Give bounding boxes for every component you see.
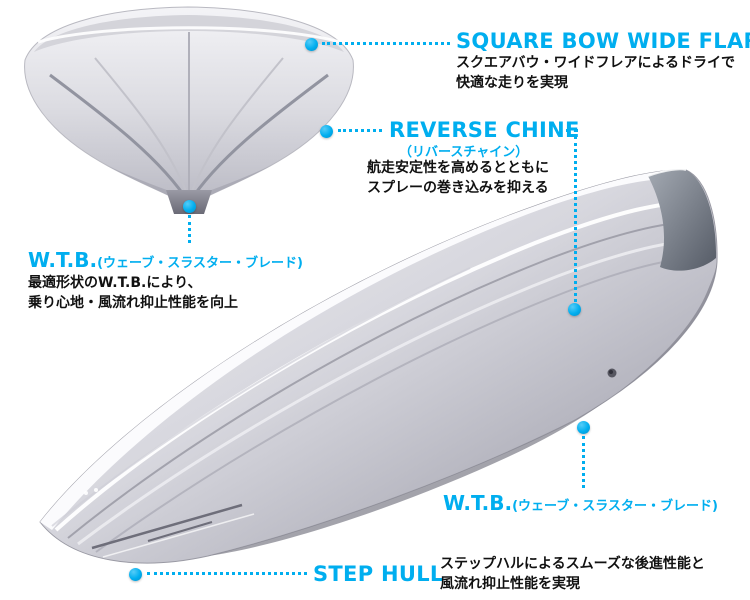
step-hull-marker-dot <box>129 568 142 581</box>
reverse-chine-marker-dot <box>320 125 333 138</box>
wtb-front-subtitle: (ウェーブ・スラスター・ブレード) <box>97 256 303 271</box>
reverse-chine-desc-line2: スプレーの巻き込みを抑える <box>367 180 549 196</box>
square-bow-title: SQUARE BOW WIDE FLARE <box>456 29 750 53</box>
bow-front-view-illustration <box>24 6 354 214</box>
square-bow-leader-line <box>322 42 450 45</box>
square-bow-marker-dot <box>305 38 318 51</box>
wtb-front-desc-line1: 最適形状のW.T.B.により、 <box>28 275 202 291</box>
wtb-front-desc: 最適形状のW.T.B.により、 乗り心地・風流れ抑止性能を向上 <box>28 273 238 313</box>
wtb-stern-subtitle: (ウェーブ・スラスター・ブレード) <box>512 499 718 514</box>
wtb-front-desc-line2: 乗り心地・風流れ抑止性能を向上 <box>28 295 238 311</box>
step-hull-title: STEP HULL <box>313 562 444 586</box>
square-bow-desc-line2: 快適な走りを実現 <box>456 75 568 91</box>
reverse-chine-desc-line1: 航走安定性を高めるとともに <box>367 160 549 176</box>
reverse-chine-leader-line <box>338 129 382 132</box>
wtb-front-callout-title: W.T.B.(ウェーブ・スラスター・ブレード) <box>28 248 303 272</box>
wtb-stern-callout-title: W.T.B.(ウェーブ・スラスター・ブレード) <box>443 491 718 515</box>
step-hull-desc: ステップハルによるスムーズな後進性能と 風流れ抑止性能を実現 <box>440 554 705 594</box>
reverse-chine-subtitle: （リバースチャイン） <box>399 145 529 160</box>
wtb-front-title: W.T.B. <box>28 248 98 272</box>
reverse-chine-desc: 航走安定性を高めるとともに スプレーの巻き込みを抑える <box>367 158 549 198</box>
square-bow-desc-line1: スクエアバウ・ワイドフレアによるドライで <box>456 55 736 71</box>
wtb-stern-leader-line <box>582 436 585 488</box>
step-hull-leader-line <box>147 572 307 575</box>
wtb-front-leader-line <box>188 215 191 243</box>
square-bow-desc: スクエアバウ・ワイドフレアによるドライで 快適な走りを実現 <box>456 53 735 93</box>
reverse-chine-leader-line-vertical <box>574 136 577 302</box>
wtb-front-marker-dot <box>183 200 196 213</box>
wtb-stern-marker-dot <box>577 421 590 434</box>
hull-underside-view-illustration <box>39 168 718 564</box>
reverse-chine-hull-marker-dot <box>568 303 581 316</box>
wtb-stern-title: W.T.B. <box>443 491 513 515</box>
reverse-chine-leader-tail <box>566 129 578 132</box>
reverse-chine-title: REVERSE CHINE <box>389 118 580 142</box>
step-hull-desc-line2: 風流れ抑止性能を実現 <box>440 576 580 592</box>
step-hull-desc-line1: ステップハルによるスムーズな後進性能と <box>440 556 705 572</box>
